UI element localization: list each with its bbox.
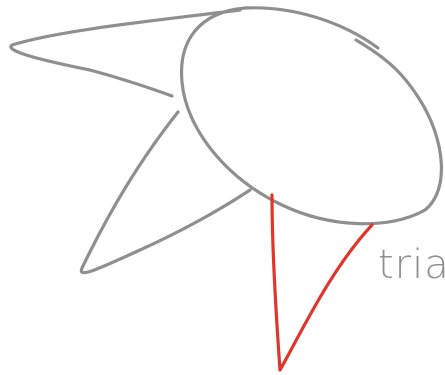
lower-spike [81, 112, 250, 273]
ellipse-head [182, 8, 442, 224]
red-triangle [272, 195, 372, 370]
sketch-label: tria [378, 242, 445, 288]
